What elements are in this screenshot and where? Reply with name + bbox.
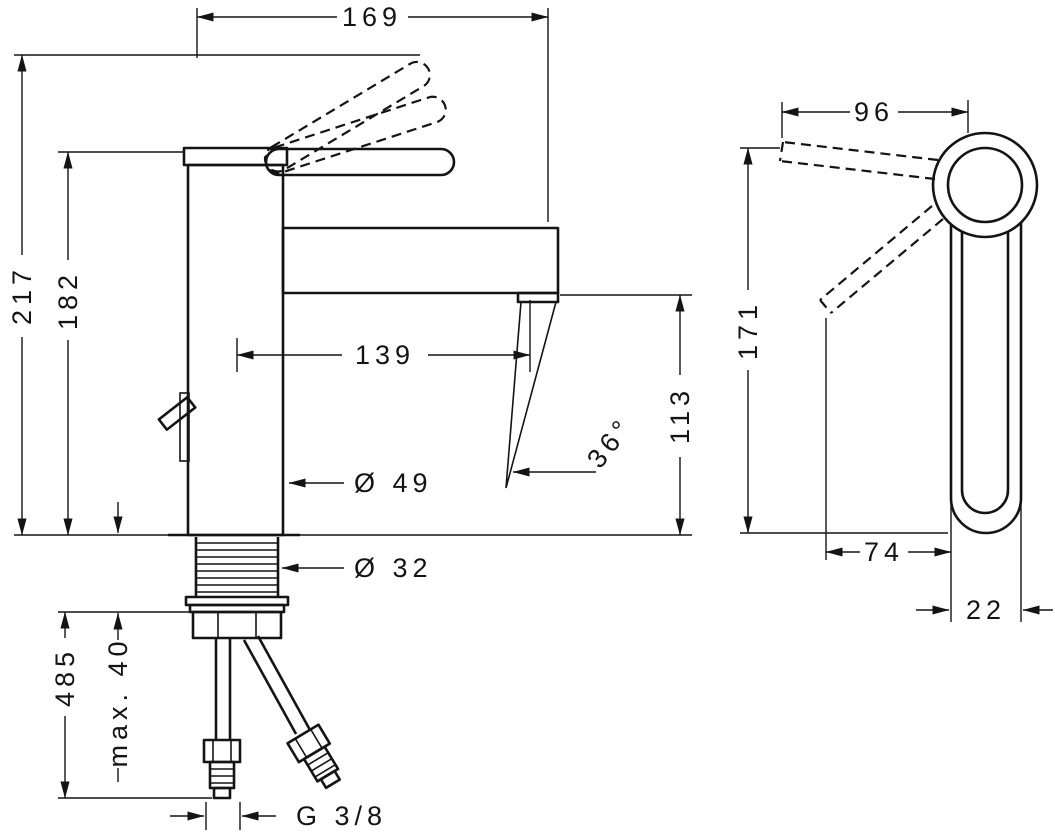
dim-shank-diameter-label: Ø 32: [354, 553, 433, 583]
lever-handle: [264, 147, 456, 177]
handle-swivel-position-lower: [819, 205, 944, 314]
dim-max-mount-thickness-label: max. 40: [103, 636, 133, 767]
dim-handle-length-label: 96: [854, 97, 894, 127]
right-hose-edge: [256, 635, 312, 731]
dim-spout-width-label: 22: [966, 595, 1006, 625]
top-view: 96 171 74 22: [733, 97, 1053, 625]
dim-body-diameter-label: Ø 49: [354, 468, 433, 498]
left-hose-connector: [202, 738, 242, 800]
aerator-outlet: [516, 291, 560, 304]
dim-connection-thread: G 3/8: [170, 801, 387, 831]
handle-base-cap: [182, 146, 289, 167]
dim-width-top: 169: [196, 2, 549, 222]
dim-spout-reach-label: 139: [355, 340, 415, 370]
dim-spout-height-label: 113: [665, 386, 695, 444]
lever-handle-raised-position-2: [264, 95, 447, 174]
dim-depth: 171: [733, 147, 948, 534]
dim-body-diameter: Ø 49: [288, 468, 433, 498]
dim-connection-thread-label: G 3/8: [296, 801, 387, 831]
dim-shank-diameter: Ø 32: [281, 553, 433, 583]
dim-height-total-label: 217: [7, 265, 37, 325]
spout-top-inner-outline: [960, 231, 1010, 515]
dim-width-top-label: 169: [342, 2, 402, 32]
dim-hose-length-label: 485: [50, 647, 80, 707]
water-stream-cone: [505, 301, 557, 489]
handle-swivel-position-upper: [778, 140, 939, 181]
pop-up-rod-slot: [179, 392, 190, 462]
dim-offset-label: 74: [864, 537, 904, 567]
right-hose-edge: [242, 639, 298, 735]
dim-depth-label: 171: [733, 300, 763, 360]
dim-height-total: 217: [7, 54, 692, 536]
dim-height-body-label: 182: [53, 270, 83, 330]
faucet-body: [186, 163, 285, 537]
spout-arm: [281, 226, 560, 295]
shank-thread-lines: [196, 542, 278, 593]
dim-spout-reach: 139: [236, 300, 531, 372]
dim-spout-width: 22: [916, 490, 1053, 625]
dim-spray-angle-label: 36°: [581, 411, 639, 473]
dim-hose-length: 485: [50, 611, 212, 799]
lever-handle-raised-position-1: [263, 60, 431, 173]
handle-top-outer: [931, 131, 1039, 239]
spout-top-outline: [949, 222, 1023, 535]
dim-offset: 74: [825, 318, 952, 622]
dim-spout-height: 113: [560, 294, 695, 536]
handle-top-inner: [946, 146, 1024, 224]
dim-height-body: 182: [53, 151, 184, 536]
pop-up-rod-handle: [157, 395, 197, 431]
mounting-nut: [191, 610, 283, 640]
front-view: 169 217 182 139: [7, 2, 695, 831]
right-hose-connector: [286, 723, 342, 790]
dim-max-mount-thickness: max. 40: [103, 502, 133, 782]
dim-handle-length: 96: [781, 97, 969, 138]
dim-spray-angle: 36°: [512, 411, 639, 477]
